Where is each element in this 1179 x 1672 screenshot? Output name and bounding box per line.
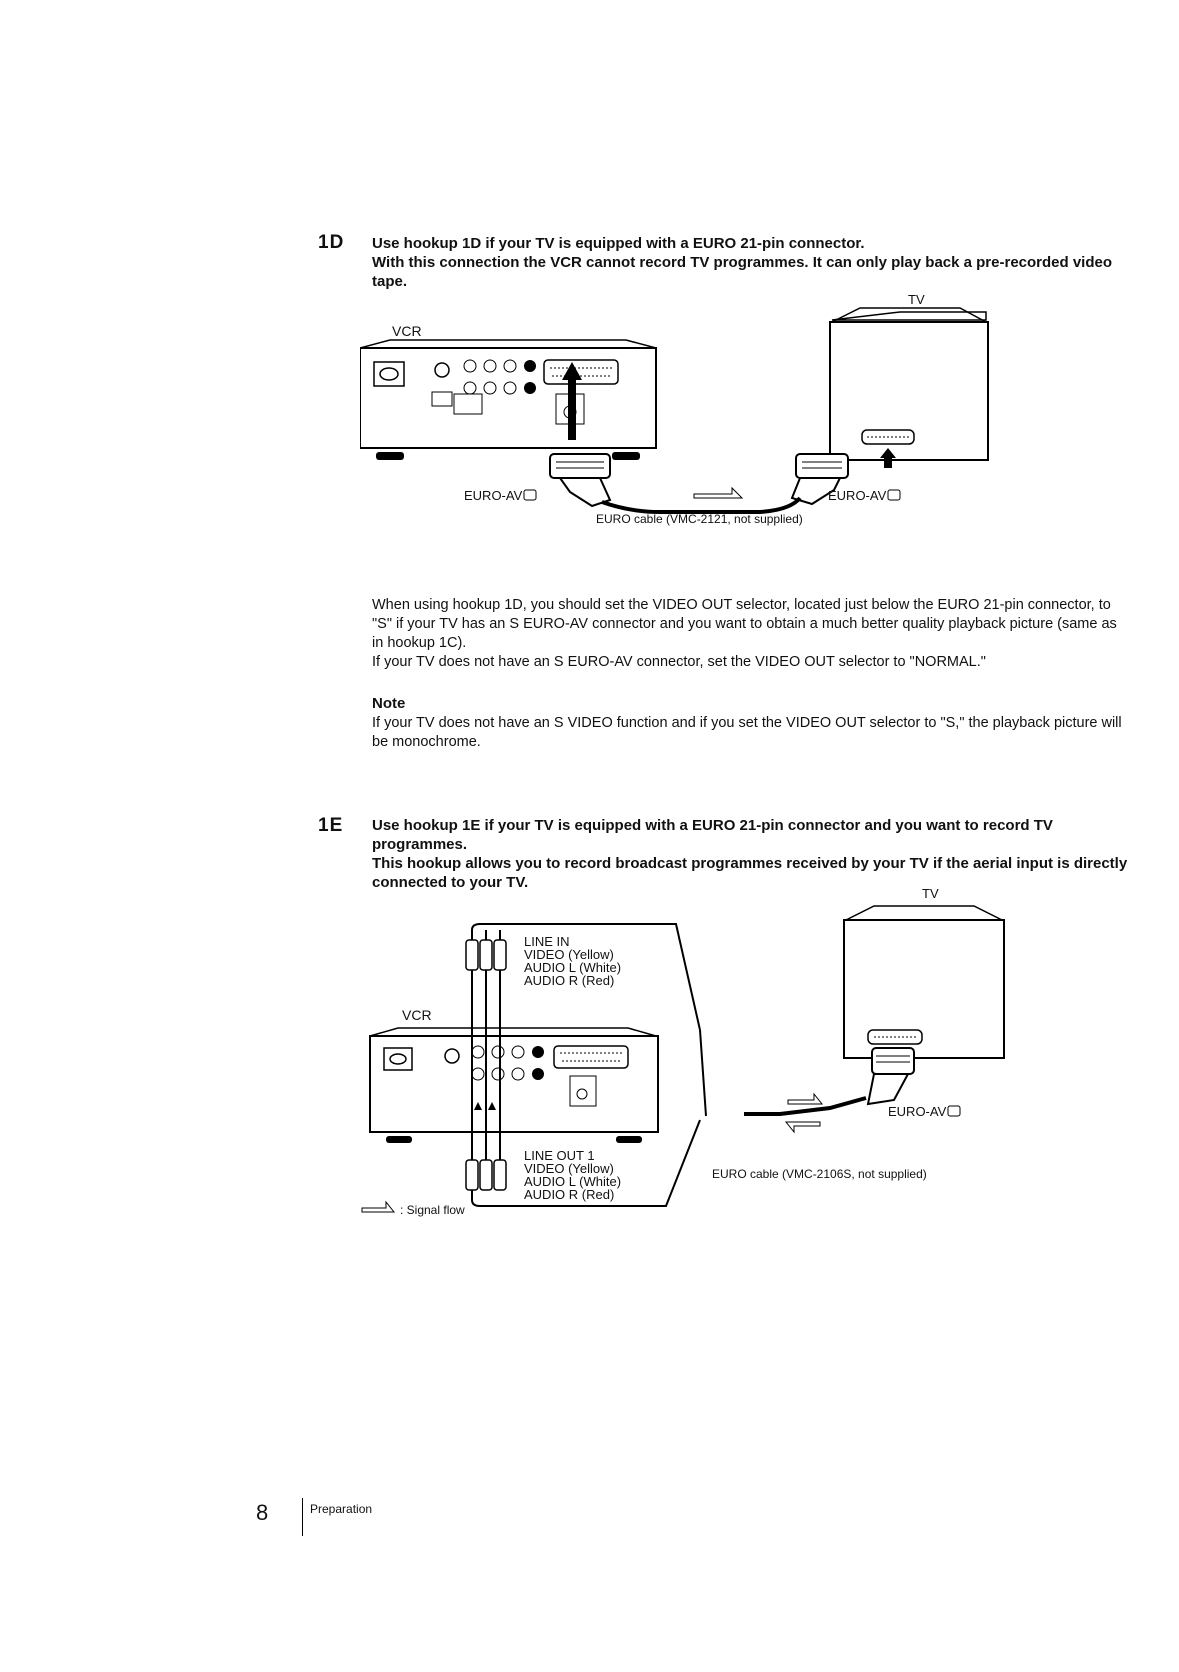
line-in-label: LINE IN	[524, 934, 570, 949]
line-out-label: LINE OUT 1	[524, 1148, 595, 1163]
line-in-audio-l-label: AUDIO L (White)	[524, 960, 621, 975]
section-1d-paragraph-1: When using hookup 1D, you should set the…	[372, 597, 1117, 651]
hookup-1e-diagram: TV EURO-AV VCR	[361, 886, 1005, 1217]
section-number-1e: 1E	[318, 815, 344, 836]
page-number: 8	[256, 1500, 269, 1525]
note-text: If your TV does not have an S VIDEO func…	[372, 715, 1122, 750]
tv-label: TV	[922, 886, 939, 901]
signal-flow-label: : Signal flow	[400, 1203, 465, 1217]
euro-av-symbol	[947, 1105, 961, 1117]
hookup-1d-diagram: TV VCR	[360, 292, 989, 526]
note-title: Note	[372, 695, 406, 712]
signal-arrow-out	[784, 1121, 821, 1134]
line-in-audio-r-label: AUDIO R (Red)	[524, 973, 614, 988]
tv-unit	[829, 307, 989, 468]
euro-plug-right	[790, 453, 849, 506]
rca-cables	[471, 923, 707, 1207]
vcr-label: VCR	[392, 323, 422, 339]
line-out-audio-l-label: AUDIO L (White)	[524, 1174, 621, 1189]
euro-cable	[601, 496, 802, 514]
euro-av-label: EURO-AV	[888, 1104, 947, 1119]
euro-av-label-left: EURO-AV	[464, 488, 523, 503]
euro-plug-left	[549, 453, 612, 508]
footer-divider	[302, 1498, 303, 1536]
rca-plugs-top	[465, 939, 507, 971]
section-1d-paragraph-2: If your TV does not have an S EURO-AV co…	[372, 654, 986, 670]
euro-cable	[744, 1096, 867, 1116]
signal-arrow	[693, 486, 744, 499]
vcr-label: VCR	[402, 1007, 432, 1023]
section-1d-heading-line-1: Use hookup 1D if your TV is equipped wit…	[372, 235, 865, 252]
signal-arrow-in	[787, 1092, 824, 1105]
line-in-video-label: VIDEO (Yellow)	[524, 947, 614, 962]
euro-av-symbol-left	[523, 489, 537, 501]
euro-av-symbol-right	[887, 489, 901, 501]
euro-cable-label: EURO cable (VMC-2121, not supplied)	[596, 512, 803, 526]
section-1d-body: When using hookup 1D, you should set the…	[372, 596, 1130, 672]
tv-unit	[843, 905, 1005, 1106]
tv-label: TV	[908, 292, 925, 307]
section-1e-heading-line-2: This hookup allows you to record broadca…	[372, 855, 1128, 891]
signal-flow-arrow-icon	[361, 1200, 396, 1213]
euro-cable-label: EURO cable (VMC-2106S, not supplied)	[712, 1167, 927, 1181]
section-number-1d: 1D	[318, 232, 345, 253]
line-out-video-label: VIDEO (Yellow)	[524, 1161, 614, 1176]
rca-plugs-bottom	[465, 1159, 507, 1191]
vcr-unit	[369, 1027, 659, 1143]
euro-av-label-right: EURO-AV	[828, 488, 887, 503]
line-out-audio-r-label: AUDIO R (Red)	[524, 1187, 614, 1202]
footer-section-label: Preparation	[310, 1502, 373, 1516]
vcr-unit	[360, 339, 657, 460]
section-1d-heading: Use hookup 1D if your TV is equipped wit…	[372, 234, 1132, 291]
section-1e-heading-line-1: Use hookup 1E if your TV is equipped wit…	[372, 817, 1053, 853]
section-1d-heading-line-2: With this connection the VCR cannot reco…	[372, 254, 1113, 290]
section-1e-heading: Use hookup 1E if your TV is equipped wit…	[372, 816, 1132, 892]
